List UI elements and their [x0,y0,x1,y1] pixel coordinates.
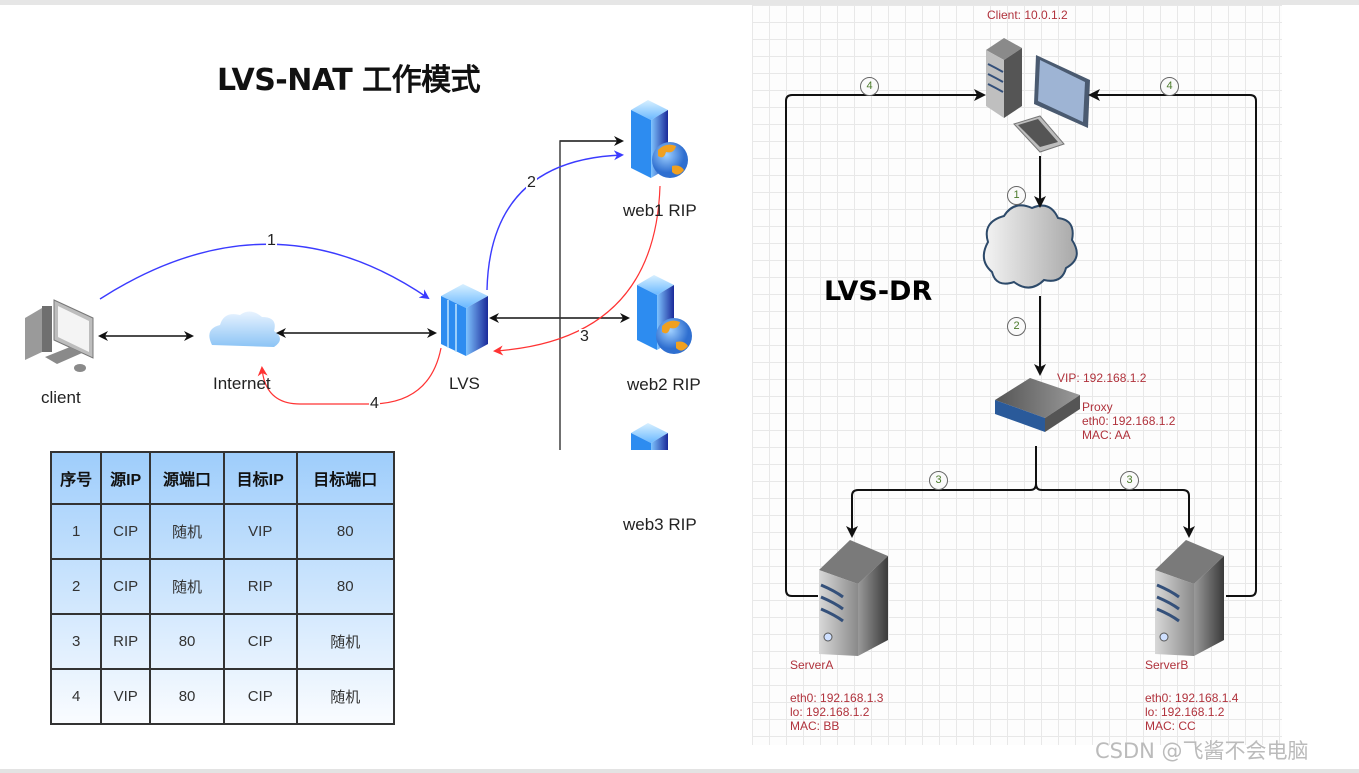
table-row: 2 CIP 随机 RIP 80 [49,558,395,615]
dr-title: LVS-DR [824,276,933,307]
flow-2-label: 2 [526,174,537,191]
web3-label: web3 RIP [623,515,697,534]
server-a-name: ServerA [790,658,834,672]
client-label: client [41,388,81,407]
dr-grid-canvas [752,5,1282,745]
web1-label: web1 RIP [623,201,697,220]
web3-server-icon [631,423,668,450]
table-cell: VIP [222,503,298,560]
table-cell: 80 [295,503,395,560]
internet-label: Internet [213,374,271,393]
table-header-row: 序号 源IP 源端口 目标IP 目标端口 [49,451,395,505]
table-row: 1 CIP 随机 VIP 80 [49,503,395,560]
bottom-bar [0,769,1359,773]
table-cell: 随机 [149,503,225,560]
table-header: 序号 [49,451,103,505]
flow-1-label: 1 [266,232,277,249]
server-a-info: eth0: 192.168.1.3 lo: 192.168.1.2 MAC: B… [790,691,883,733]
table-cell: 1 [49,503,103,560]
server-b-name: ServerB [1145,658,1189,672]
nat-diagram [25,100,692,450]
table-cell: RIP [222,558,298,615]
server-b-info: eth0: 192.168.1.4 lo: 192.168.1.2 MAC: C… [1145,691,1238,733]
table-cell: 80 [149,668,225,725]
table-cell: 随机 [295,668,395,725]
flow-2-arrow [486,150,624,291]
lvs-server-icon [441,284,488,356]
packet-flow-table: 序号 源IP 源端口 目标IP 目标端口 1 CIP 随机 VIP 80 2 C… [49,451,395,725]
dr-step-2: 2 [1007,317,1026,336]
dr-client-label: Client: 10.0.1.2 [987,8,1068,22]
server-a-eth0: eth0: 192.168.1.3 [790,691,884,705]
server-a-lo: lo: 192.168.1.2 [790,705,870,719]
dr-step-3-left: 3 [929,471,948,490]
proxy-name: Proxy [1082,400,1113,414]
table-row: 3 RIP 80 CIP 随机 [49,613,395,670]
client-computer-icon [25,299,94,372]
nat-title: LVS-NAT 工作模式 [217,63,481,98]
csdn-watermark: CSDN @飞酱不会电脑 [1095,739,1309,763]
table-cell: 3 [49,613,103,670]
table-cell: CIP [100,503,152,560]
dr-step-3-right: 3 [1120,471,1139,490]
web1-server-icon [631,100,688,178]
table-cell: 2 [49,558,103,615]
table-header: 源端口 [149,451,225,505]
internet-cloud-icon [209,311,280,347]
table-header: 源IP [100,451,152,505]
server-a-mac: MAC: BB [790,719,840,733]
table-row: 4 VIP 80 CIP 随机 [49,668,395,725]
table-cell: 80 [149,613,225,670]
server-b-eth0: eth0: 192.168.1.4 [1145,691,1239,705]
table-header: 目标端口 [295,451,395,505]
dr-step-4-right: 4 [1160,77,1179,96]
flow-1-arrow [99,243,430,300]
table-cell: VIP [100,668,152,725]
proxy-info: Proxy eth0: 192.168.1.2 MAC: AA [1082,400,1175,442]
proxy-mac: MAC: AA [1082,428,1131,442]
proxy-vip-label: VIP: 192.168.1.2 [1057,371,1147,385]
server-b-lo: lo: 192.168.1.2 [1145,705,1225,719]
flow-4-arrow [257,347,442,405]
dr-step-4-left: 4 [860,77,879,96]
table-cell: 随机 [149,558,225,615]
proxy-eth0: eth0: 192.168.1.2 [1082,414,1176,428]
table-cell: CIP [222,668,298,725]
server-b-mac: MAC: CC [1145,719,1196,733]
table-cell: 随机 [295,613,395,670]
table-cell: 80 [295,558,395,615]
flow-4-label: 4 [369,395,380,412]
table-cell: 4 [49,668,103,725]
web2-server-icon [637,275,692,354]
top-bar [0,0,1359,5]
flow-3-arrow [493,185,661,356]
table-header: 目标IP [222,451,298,505]
web2-label: web2 RIP [627,375,701,394]
table-cell: RIP [100,613,152,670]
table-cell: CIP [222,613,298,670]
lvs-label: LVS [449,374,480,393]
dr-step-1: 1 [1007,186,1026,205]
link-bus-web [559,140,620,450]
table-cell: CIP [100,558,152,615]
flow-3-label: 3 [579,328,590,345]
